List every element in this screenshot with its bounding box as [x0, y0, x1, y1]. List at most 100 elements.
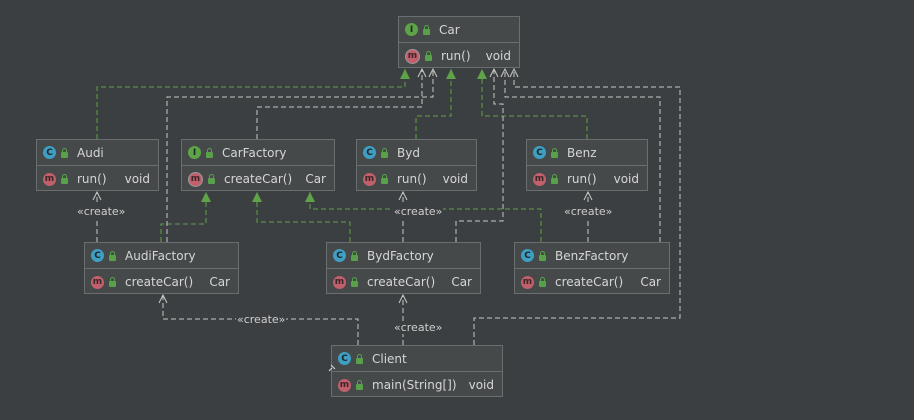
dependency-arrowhead [583, 190, 593, 201]
edge-dependency-client-to-car [473, 67, 681, 345]
node-name: BenzFactory [555, 248, 629, 263]
edge-realization-audi-to-car [96, 69, 410, 139]
return-type: Car [451, 275, 472, 289]
node-header: C Byd [357, 140, 476, 166]
public-lock-icon [550, 147, 559, 158]
method-row[interactable]: m createCar() Car [85, 269, 238, 295]
edge-realization-benz-to-car [477, 69, 588, 139]
node-name: Car [439, 22, 460, 37]
node-name: Benz [567, 145, 597, 160]
method-name: main(String[]) [372, 378, 457, 392]
return-type: void [468, 378, 494, 392]
class-icon: C [91, 249, 104, 262]
realization-arrowhead [400, 69, 410, 79]
edge-label-create: «create» [393, 321, 444, 334]
method-name: run() [77, 172, 107, 186]
realization-arrowhead [305, 192, 315, 202]
return-type: Car [305, 172, 326, 186]
method-row[interactable]: m createCar() Car [515, 269, 669, 295]
return-type: Car [209, 275, 230, 289]
abstract-method-icon: m [188, 171, 203, 187]
method-icon: m [333, 275, 346, 289]
public-lock-icon [422, 24, 431, 35]
node-benzfactory[interactable]: C BenzFactory m createCar() Car [514, 242, 670, 294]
edge-label-create: «create» [393, 205, 444, 218]
method-name: createCar() [125, 275, 194, 289]
node-header: C Audi [37, 140, 158, 166]
edge-label-create: «create» [236, 313, 287, 326]
node-header: C AudiFactory [85, 243, 238, 269]
method-row[interactable]: m run() void [357, 166, 476, 192]
public-lock-icon [550, 174, 559, 184]
realization-arrowhead [252, 192, 262, 202]
edge-dependency-bydfactory-to-car [455, 67, 504, 242]
dependency-arrowhead [489, 67, 499, 78]
realization-arrowhead [446, 69, 456, 79]
return-type: void [613, 172, 639, 186]
public-lock-icon [355, 353, 364, 364]
public-lock-icon [424, 51, 433, 61]
return-type: void [442, 172, 468, 186]
node-name: Byd [397, 145, 420, 160]
node-audifactory[interactable]: C AudiFactory m createCar() Car [84, 242, 239, 294]
public-lock-icon [355, 380, 364, 390]
method-name: run() [397, 172, 427, 186]
public-lock-icon [350, 250, 359, 261]
node-header: C Benz [527, 140, 647, 166]
node-name: Audi [77, 145, 104, 160]
main-entry-icon [328, 361, 336, 372]
dependency-arrowhead [92, 190, 102, 201]
method-icon: m [363, 172, 376, 186]
return-type: Car [640, 275, 661, 289]
interface-icon: I [188, 146, 201, 159]
dependency-arrowhead [428, 67, 438, 78]
dependency-arrowhead [398, 293, 408, 304]
realization-arrowhead [477, 69, 487, 79]
method-name: createCar() [555, 275, 624, 289]
method-icon: m [91, 275, 104, 289]
realization-arrowhead [201, 192, 211, 202]
public-lock-icon [60, 174, 69, 184]
public-lock-icon [108, 277, 117, 287]
class-icon: C [533, 146, 546, 159]
public-lock-icon [207, 174, 216, 184]
edge-dependency-benzfactory-to-car [500, 67, 661, 242]
class-icon: C [521, 249, 534, 262]
public-lock-icon [538, 277, 547, 287]
public-lock-icon [60, 147, 69, 158]
public-lock-icon [380, 147, 389, 158]
dependency-arrowhead [500, 67, 510, 78]
node-name: Client [372, 351, 407, 366]
method-icon: m [43, 172, 56, 186]
edge-dependency-client-to-bydfactory [398, 293, 408, 345]
class-icon: C [338, 352, 351, 365]
class-icon: C [363, 146, 376, 159]
edge-dependency-carfactory-to-car [256, 67, 427, 139]
node-byd[interactable]: C Byd m run() void [356, 139, 477, 191]
node-header: C Client [332, 346, 502, 372]
abstract-method-icon: m [405, 48, 420, 64]
node-name: AudiFactory [125, 248, 196, 263]
dependency-arrowhead [417, 67, 427, 78]
edge-realization-bydfactory-to-carfactory [252, 192, 351, 242]
class-icon: C [43, 146, 56, 159]
public-lock-icon [538, 250, 547, 261]
edge-label-create: «create» [76, 205, 127, 218]
public-lock-icon [380, 174, 389, 184]
edge-realization-byd-to-car [415, 69, 456, 139]
method-icon: m [521, 275, 534, 289]
